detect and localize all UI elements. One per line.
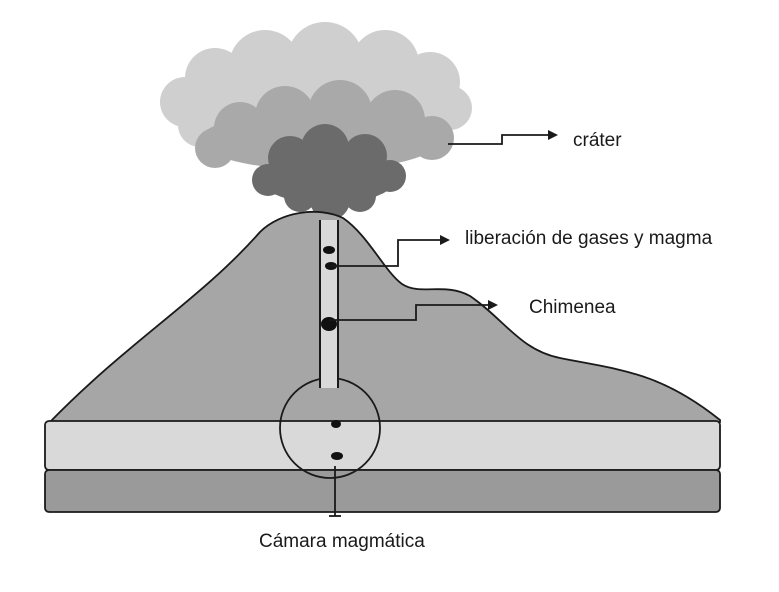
arrow-crater bbox=[448, 134, 548, 145]
ground-layer-bottom bbox=[44, 469, 721, 513]
arrow-chimenea bbox=[329, 304, 488, 321]
label-magma-chamber: Cámara magmática bbox=[259, 531, 425, 552]
volcano-cone bbox=[47, 211, 721, 423]
arrow-gases bbox=[331, 239, 440, 267]
arrow-heads bbox=[440, 130, 558, 310]
ground-layer-top bbox=[44, 420, 721, 471]
arrowhead-gases bbox=[440, 235, 450, 245]
arrowhead-chimenea bbox=[488, 300, 498, 310]
label-gas-release: liberación de gases y magma bbox=[465, 228, 713, 249]
label-crater: cráter bbox=[573, 130, 622, 151]
ash-cloud-inner bbox=[252, 124, 406, 220]
pointer-arrows bbox=[329, 134, 548, 517]
chimney-conduit bbox=[319, 220, 339, 388]
label-chimney: Chimenea bbox=[529, 297, 616, 318]
arrowhead-crater bbox=[548, 130, 558, 140]
